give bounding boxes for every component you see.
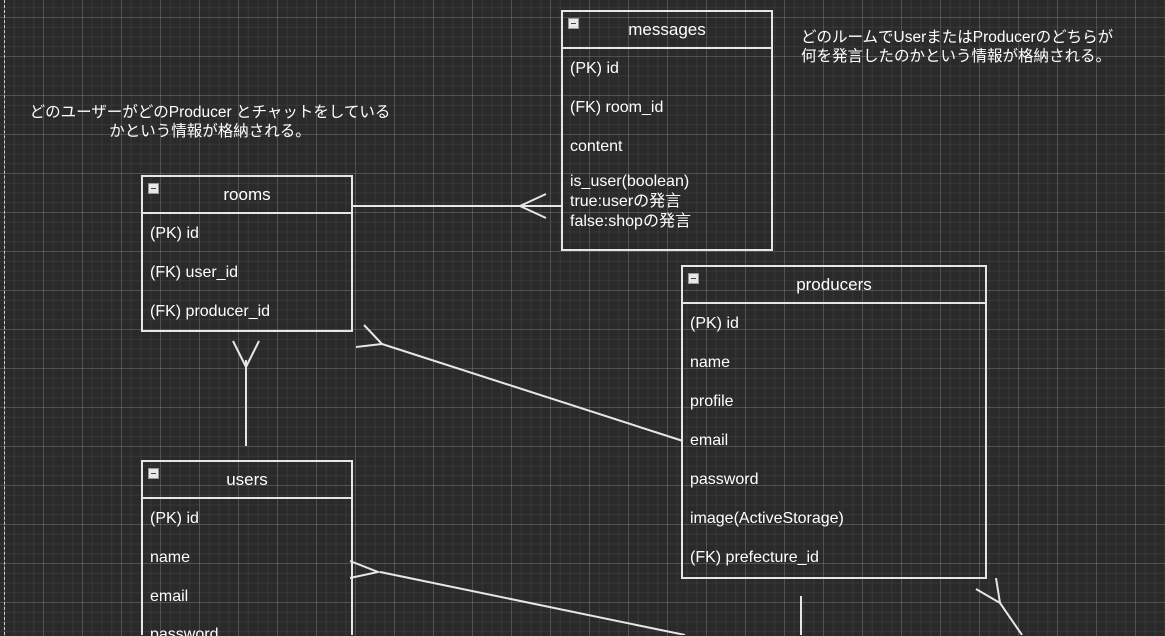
page-boundary [4,0,5,635]
edge-producers-rooms[interactable] [355,324,684,442]
producers-entity[interactable]: producers (PK) id name profile email pas… [681,265,987,579]
users-field-name[interactable]: name [150,548,191,566]
users-entity-header[interactable]: users [143,462,351,499]
is-user-line: is_user(boolean) [570,173,690,190]
edge-rooms-messages[interactable] [352,193,562,219]
users-field-email[interactable]: email [150,587,189,605]
rooms-field-id[interactable]: (PK) id [150,224,199,242]
rooms-description-note: どのユーザーがどのProducer とチャットをしている かという情報が格納され… [29,104,391,140]
producers-field-name[interactable]: name [690,353,731,371]
collapse-icon[interactable] [568,18,579,29]
collapse-icon[interactable] [148,183,159,194]
edge-producers-prefectures[interactable] [800,577,1023,635]
messages-field-is-user[interactable]: is_user(boolean) true:userの発言 false:shop… [563,166,771,232]
messages-description-note: どのルームでUserまたはProducerのどちらが 何を発言したのかという情報… [801,29,1114,65]
rooms-entity-title: rooms [223,184,271,204]
messages-entity-header[interactable]: messages [563,12,771,49]
messages-field-id[interactable]: (PK) id [570,59,619,77]
rooms-field-producer-id[interactable]: (FK) producer_id [150,302,271,320]
producers-field-prefecture-id[interactable]: (FK) prefecture_id [690,548,819,566]
collapse-icon[interactable] [688,273,699,284]
producers-entity-title: producers [796,274,872,294]
edge-users-producers[interactable] [349,560,686,635]
users-field-id[interactable]: (PK) id [150,509,199,527]
users-entity[interactable]: users (PK) id name email password [141,460,353,636]
rooms-field-user-id[interactable]: (FK) user_id [150,263,239,281]
messages-entity-title: messages [628,19,706,39]
users-field-password[interactable]: password [150,626,219,636]
edge-users-rooms[interactable] [232,340,260,446]
rooms-entity[interactable]: rooms (PK) id (FK) user_id (FK) producer… [141,175,353,332]
messages-entity[interactable]: messages (PK) id (FK) room_id content is… [561,10,773,251]
producers-field-password[interactable]: password [690,470,759,488]
rooms-entity-header[interactable]: rooms [143,177,351,214]
users-entity-title: users [226,469,268,489]
producers-field-email[interactable]: email [690,431,729,449]
collapse-icon[interactable] [148,468,159,479]
producers-field-profile[interactable]: profile [690,392,734,410]
is-user-false-line: false:shopの発言 [570,213,691,230]
messages-field-room-id[interactable]: (FK) room_id [570,98,664,116]
producers-field-image[interactable]: image(ActiveStorage) [690,509,844,527]
is-user-true-line: true:userの発言 [570,193,682,210]
producers-field-id[interactable]: (PK) id [690,314,739,332]
messages-field-content[interactable]: content [570,137,623,155]
producers-entity-header[interactable]: producers [683,267,985,304]
